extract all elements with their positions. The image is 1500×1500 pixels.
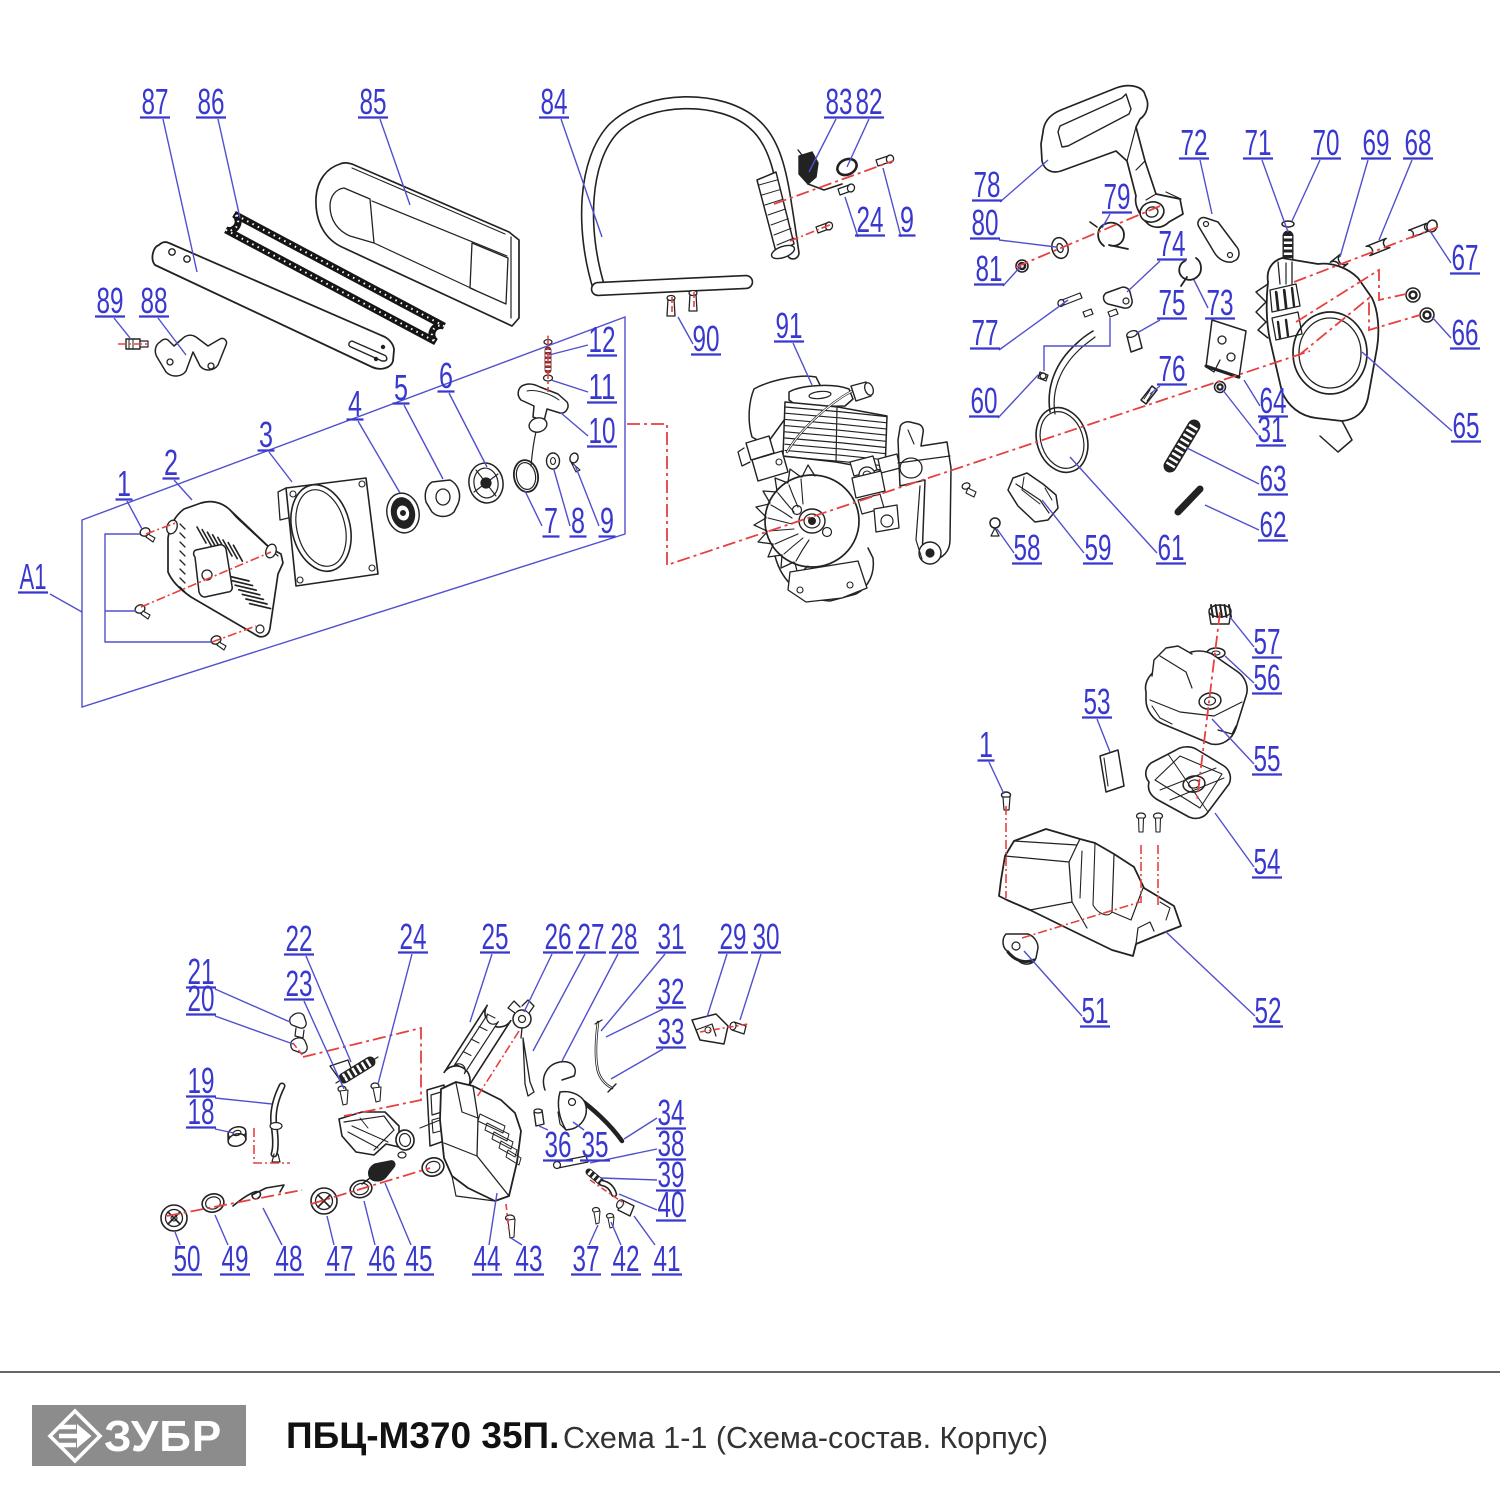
svg-text:7: 7 — [544, 500, 558, 541]
svg-text:3: 3 — [259, 414, 273, 455]
svg-text:40: 40 — [658, 1184, 685, 1225]
svg-text:54: 54 — [1254, 841, 1281, 882]
svg-text:75: 75 — [1159, 282, 1186, 323]
svg-text:33: 33 — [658, 1011, 685, 1052]
svg-text:22: 22 — [286, 918, 313, 959]
svg-text:1: 1 — [979, 724, 993, 765]
svg-text:1: 1 — [117, 463, 131, 504]
svg-text:A1: A1 — [20, 556, 47, 597]
svg-text:88: 88 — [141, 280, 168, 321]
svg-text:25: 25 — [482, 916, 509, 957]
svg-text:83: 83 — [826, 81, 853, 122]
svg-text:86: 86 — [198, 81, 225, 122]
svg-text:64: 64 — [1260, 380, 1287, 421]
svg-text:74: 74 — [1159, 223, 1186, 264]
svg-text:91: 91 — [776, 305, 803, 346]
svg-text:42: 42 — [613, 1238, 640, 1279]
svg-text:41: 41 — [654, 1238, 681, 1279]
svg-text:62: 62 — [1260, 504, 1287, 545]
svg-text:68: 68 — [1405, 122, 1432, 163]
svg-text:72: 72 — [1181, 122, 1208, 163]
svg-text:82: 82 — [856, 81, 883, 122]
svg-text:23: 23 — [286, 963, 313, 1004]
svg-text:26: 26 — [545, 916, 572, 957]
svg-text:38: 38 — [658, 1123, 685, 1164]
svg-text:59: 59 — [1085, 527, 1112, 568]
svg-text:10: 10 — [589, 410, 616, 451]
svg-text:27: 27 — [578, 916, 605, 957]
svg-text:84: 84 — [541, 81, 568, 122]
svg-text:78: 78 — [974, 164, 1001, 205]
svg-text:ЗУБР: ЗУБР — [104, 1412, 222, 1461]
svg-text:81: 81 — [976, 248, 1003, 289]
svg-text:49: 49 — [222, 1238, 249, 1279]
svg-text:6: 6 — [439, 355, 453, 396]
svg-text:18: 18 — [188, 1091, 215, 1132]
svg-text:77: 77 — [972, 312, 999, 353]
svg-text:48: 48 — [276, 1238, 303, 1279]
svg-text:52: 52 — [1255, 990, 1282, 1031]
svg-text:85: 85 — [360, 81, 387, 122]
svg-text:9: 9 — [600, 500, 614, 541]
svg-text:67: 67 — [1452, 237, 1479, 278]
svg-text:19: 19 — [188, 1060, 215, 1101]
svg-text:45: 45 — [406, 1238, 433, 1279]
svg-text:21: 21 — [188, 951, 215, 992]
svg-text:53: 53 — [1084, 681, 1111, 722]
svg-text:28: 28 — [611, 916, 638, 957]
svg-text:31: 31 — [658, 916, 685, 957]
svg-text:50: 50 — [174, 1238, 201, 1279]
svg-text:36: 36 — [545, 1124, 572, 1165]
svg-text:58: 58 — [1014, 527, 1041, 568]
svg-text:5: 5 — [394, 367, 408, 408]
svg-text:9: 9 — [900, 199, 914, 240]
svg-text:31: 31 — [1258, 409, 1285, 450]
svg-text:43: 43 — [516, 1238, 543, 1279]
svg-text:73: 73 — [1207, 282, 1234, 323]
svg-text:57: 57 — [1254, 621, 1281, 662]
svg-text:8: 8 — [571, 500, 585, 541]
svg-text:4: 4 — [348, 383, 362, 424]
svg-text:39: 39 — [658, 1154, 685, 1195]
svg-text:87: 87 — [142, 81, 169, 122]
svg-text:46: 46 — [369, 1238, 396, 1279]
svg-text:76: 76 — [1159, 348, 1186, 389]
svg-text:24: 24 — [857, 199, 884, 240]
svg-text:35: 35 — [582, 1124, 609, 1165]
svg-text:63: 63 — [1260, 458, 1287, 499]
svg-text:2: 2 — [164, 442, 178, 483]
svg-text:Схема 1-1 (Схема-состав. Корпу: Схема 1-1 (Схема-состав. Корпус) — [563, 1421, 1048, 1455]
svg-text:30: 30 — [753, 916, 780, 957]
svg-text:71: 71 — [1245, 122, 1272, 163]
svg-text:60: 60 — [971, 380, 998, 421]
svg-text:70: 70 — [1313, 122, 1340, 163]
svg-text:44: 44 — [474, 1238, 501, 1279]
svg-text:66: 66 — [1452, 312, 1479, 353]
svg-text:65: 65 — [1453, 405, 1480, 446]
svg-text:24: 24 — [400, 916, 427, 957]
svg-text:20: 20 — [188, 978, 215, 1019]
svg-text:61: 61 — [1158, 527, 1185, 568]
svg-text:51: 51 — [1082, 990, 1109, 1031]
svg-text:29: 29 — [720, 916, 747, 957]
svg-text:56: 56 — [1254, 657, 1281, 698]
svg-text:47: 47 — [327, 1238, 354, 1279]
svg-text:32: 32 — [658, 971, 685, 1012]
svg-text:ПБЦ-М370 35П.: ПБЦ-М370 35П. — [286, 1415, 559, 1456]
svg-text:69: 69 — [1363, 122, 1390, 163]
svg-text:89: 89 — [97, 280, 124, 321]
svg-text:55: 55 — [1254, 738, 1281, 779]
svg-text:90: 90 — [693, 318, 720, 359]
svg-text:80: 80 — [972, 202, 999, 243]
svg-text:79: 79 — [1104, 176, 1131, 217]
svg-text:12: 12 — [589, 319, 616, 360]
svg-text:34: 34 — [658, 1092, 685, 1133]
svg-text:37: 37 — [573, 1238, 600, 1279]
svg-text:11: 11 — [589, 366, 616, 407]
